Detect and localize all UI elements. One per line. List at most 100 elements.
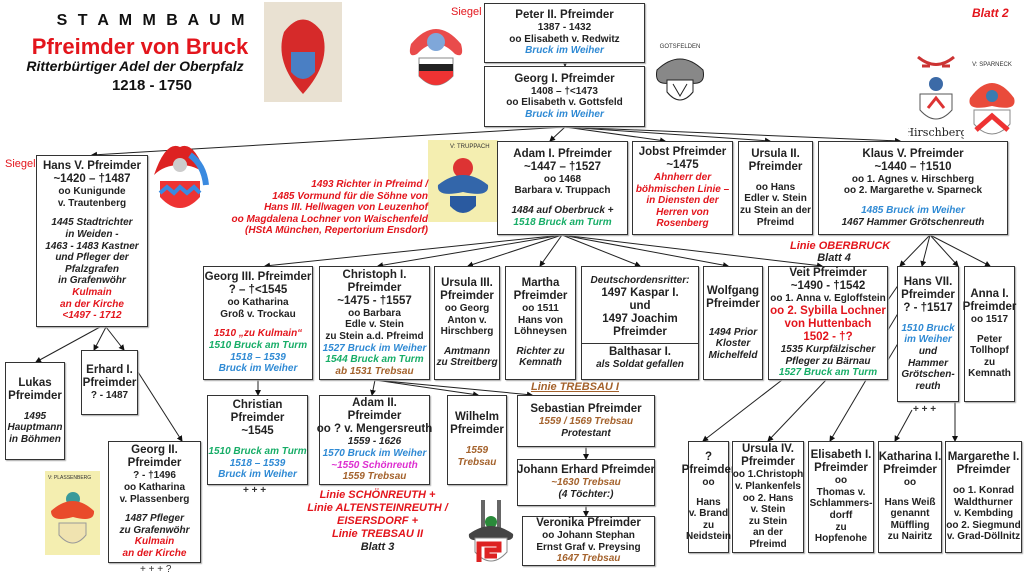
box-line: Bruck im Weiher: [218, 363, 298, 375]
box-line: ~1420 – †1487: [53, 173, 131, 186]
box-line: Pfreimder: [230, 412, 285, 425]
note-hans3: 1493 Richter in Pfreimd / 1485 Vormund f…: [231, 179, 428, 237]
box-line: Pfreimd: [756, 216, 795, 228]
gottsfeld-crest-icon: GOTSFELDEN: [655, 44, 705, 101]
box-line: Waldthurner: [954, 496, 1013, 508]
box-line: oo Barbara: [348, 307, 401, 319]
box-line: 1408 – †<1473: [530, 85, 598, 97]
box-line: Hopfenohe: [814, 533, 868, 545]
box-line: Kemnath: [968, 368, 1011, 380]
box-line: ab 1531 Trebsau: [335, 365, 414, 377]
note-trebsau1: Linie TREBSAU I: [530, 381, 619, 393]
pfreimder-crest-icon: [154, 145, 209, 208]
box-line: Balthasar I.: [609, 346, 671, 358]
person-name: Ursula III.: [441, 277, 493, 290]
box-line: oo Georg: [444, 303, 490, 315]
box-line: Trebsau: [457, 457, 497, 468]
box-line: zu Stein an der: [739, 205, 812, 216]
box-line: ? – †<1545: [228, 284, 288, 297]
box-line: 1559 Trebsau: [342, 471, 407, 483]
person-name: Wolfgang: [706, 284, 760, 297]
person-name: Johann Erhard Pfreimder: [516, 464, 656, 477]
box-line: als Soldat gefallen: [596, 359, 684, 370]
redwitz-crest-icon: [409, 29, 463, 86]
box-line: Kulmain: [72, 286, 112, 298]
box-line: zu Grafenwöhr: [119, 524, 190, 536]
box-line: zu: [835, 521, 847, 533]
box-line: (4 Töchter:): [558, 489, 614, 500]
box-line: und: [918, 345, 938, 357]
box-line: in Weiden -: [65, 229, 119, 241]
box-line: 1497 Kaspar I.: [601, 287, 679, 299]
box-line: v. Stein: [750, 504, 786, 516]
box-line: in Grafenwöhr: [58, 275, 126, 287]
box-line: Edle v. Stein: [345, 319, 404, 331]
box-line: v. Plankenfels: [735, 481, 801, 493]
person-name: Deutschordensritter:: [590, 275, 690, 287]
box-line: Barbara v. Truppach: [514, 185, 611, 197]
box-line: 1497 Joachim: [602, 313, 678, 325]
person-name: Hans VII.: [903, 275, 953, 288]
person-name: Ursula IV.: [742, 443, 794, 456]
box-line: Amtmann: [443, 345, 491, 357]
crest-caption: V: PLASSENBERG: [48, 475, 91, 481]
box-line: Richter zu: [516, 345, 565, 357]
sparneck-crest-icon: V: SPARNECK: [969, 62, 1015, 135]
box-line: oo Katharina: [123, 482, 186, 494]
family-name: Pfreimder von Bruck: [31, 34, 249, 59]
box-line: 1559: [465, 445, 489, 457]
box-line: Hans: [696, 496, 721, 508]
box-line: zu Nairitz: [887, 531, 933, 543]
box-line: oo 1468: [543, 173, 582, 185]
descendants-mark-christian: + + +: [243, 485, 267, 496]
box-line: Löhneysen: [514, 326, 567, 338]
box-line: von Huttenbach: [784, 317, 872, 330]
box-line: 1518 – 1539: [230, 351, 286, 363]
box-divider: [582, 343, 698, 344]
box-line: zu Stein: [748, 515, 788, 527]
box-line: Ahnherr der: [653, 172, 712, 184]
box-line: 1510 Bruck: [901, 322, 955, 334]
box-line: ~1440 – †1510: [874, 160, 952, 173]
person-box-erhard1: Erhard I.Pfreimder? - 1487: [81, 350, 138, 415]
box-line: oo 2. Siegmund: [946, 519, 1021, 531]
box-line: oo: [903, 477, 917, 489]
box-line: Pfreimder: [8, 389, 62, 402]
box-line: ~1550 Schönreuth: [331, 459, 418, 471]
note-line: 1485 Vormund für die Söhne von: [272, 190, 428, 202]
box-line: Michelfeld: [708, 349, 758, 361]
box-line: oo 1. Agnes v. Hirschberg: [851, 173, 975, 185]
box-line: Pfreimder: [883, 464, 937, 477]
box-line: 1518 – 1539: [229, 457, 286, 469]
box-line: Pfreimder: [347, 281, 402, 294]
note-schoenreuth: Linie SCHÖNREUTH + Linie ALTENSTEINREUTH…: [300, 489, 455, 554]
person-name: Elisabeth I.: [810, 449, 872, 462]
box-line: 1559 - 1626: [347, 436, 402, 448]
note-line: Hans III. Hellwagen von Leuzenhof: [264, 202, 428, 214]
person-name: Katharina I.: [878, 451, 942, 464]
box-line: Groß v. Trockau: [220, 308, 296, 320]
person-name: Veronika Pfreimder: [536, 517, 641, 530]
truppach-crest-icon: V: TRUPPACH: [428, 140, 498, 222]
box-line: ~1447 – †1527: [523, 160, 602, 173]
box-line: an der Kirche: [122, 547, 187, 559]
box-line: oo 1511: [522, 303, 559, 315]
box-line: und Pfleger der: [55, 252, 129, 264]
person-name: ?: [704, 451, 713, 464]
box-line: 1485 Bruck im Weiher: [861, 205, 965, 216]
box-line: v. Brand: [688, 508, 729, 520]
note-line: Blatt 3: [360, 541, 395, 553]
box-line: 1467 Hammer Grötschenreuth: [841, 216, 985, 228]
box-line: Pfreimd: [749, 538, 787, 550]
box-line: 1518 Bruck am Turm: [513, 216, 612, 228]
